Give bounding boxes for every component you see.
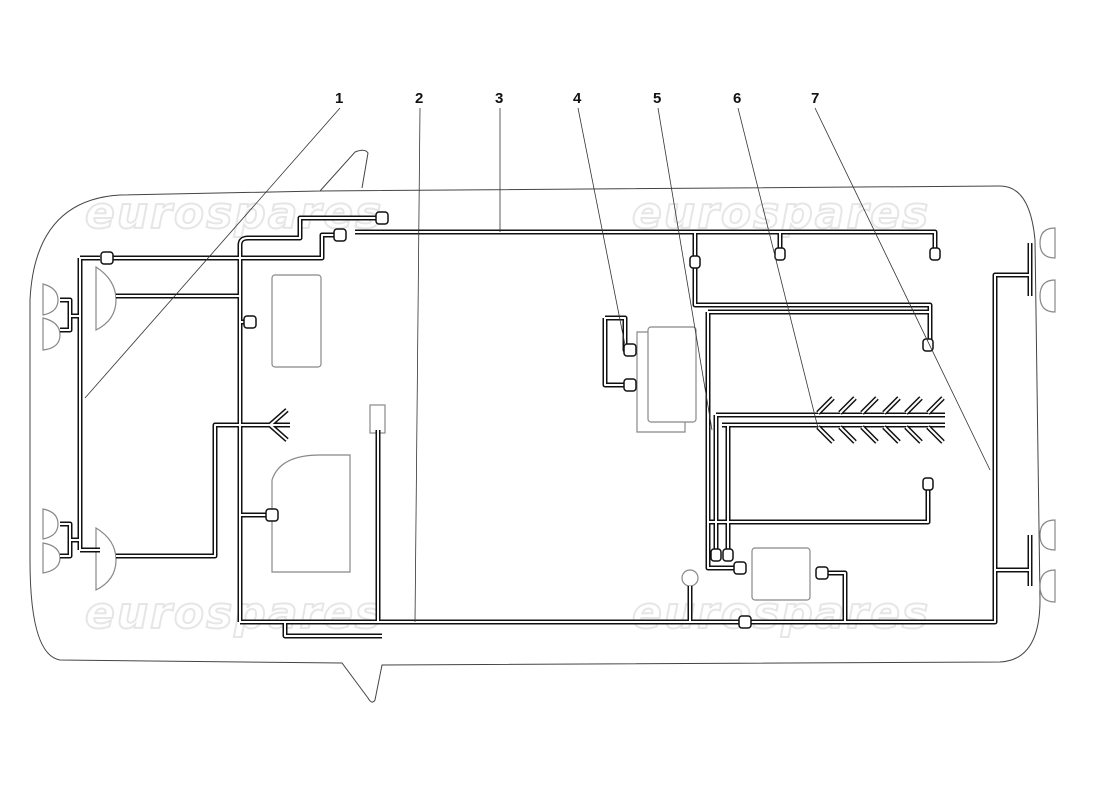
leader-line-1 xyxy=(84,107,341,399)
ecu xyxy=(647,326,697,423)
headlamp-lower xyxy=(95,526,117,591)
switch xyxy=(369,404,386,434)
connector-icon xyxy=(710,548,722,562)
wire-inner xyxy=(995,535,1031,586)
callout-1: 1 xyxy=(335,90,343,107)
injector-branch xyxy=(839,426,856,443)
wire-inner xyxy=(707,312,745,569)
injector-branch xyxy=(861,397,878,414)
leader-line-7 xyxy=(814,107,991,471)
injector-branch xyxy=(861,426,878,443)
connector-icon xyxy=(333,228,347,242)
watermark-text: eurospares xyxy=(85,588,383,639)
injector-branch xyxy=(839,397,856,414)
callout-7: 7 xyxy=(811,90,819,107)
wire-inner xyxy=(355,231,936,252)
wiring-harness xyxy=(60,215,1033,639)
connector-icon xyxy=(922,338,934,352)
wire-outer xyxy=(116,422,240,559)
dashboard-unit xyxy=(271,454,351,573)
connector-icon xyxy=(623,378,637,392)
wire-inner xyxy=(822,572,846,622)
callout-4: 4 xyxy=(573,90,582,107)
wire-inner xyxy=(239,217,382,622)
connector-icon xyxy=(774,247,786,261)
connector-icon xyxy=(733,561,747,575)
watermark-text: eurospares xyxy=(632,588,930,639)
injector-branch xyxy=(927,426,944,443)
wire-inner xyxy=(708,488,929,523)
connector-icon xyxy=(623,343,637,357)
connector-icon xyxy=(738,615,752,629)
wire-outer xyxy=(995,535,1033,586)
connectors xyxy=(100,211,941,629)
connector-icon xyxy=(265,508,279,522)
injector-branch xyxy=(817,426,834,443)
wire-inner xyxy=(60,523,80,557)
callouts: 1 2 3 4 5 6 7 xyxy=(335,90,819,107)
callout-5: 5 xyxy=(653,90,661,107)
rear-lamp-upper xyxy=(1039,227,1056,313)
wire-outer xyxy=(713,415,731,555)
callout-6: 6 xyxy=(733,90,741,107)
relay-box xyxy=(751,547,811,601)
callout-2: 2 xyxy=(415,90,423,107)
wire-inner xyxy=(715,415,729,555)
injector-branch xyxy=(905,426,922,443)
sensor xyxy=(681,569,699,587)
wire-inner xyxy=(116,424,240,557)
components xyxy=(42,227,1056,603)
wire-inner xyxy=(716,414,945,426)
wire-outer xyxy=(692,232,933,340)
front-lamp-upper xyxy=(42,283,61,351)
injector-branch xyxy=(817,397,834,414)
rear-lamp-lower xyxy=(1039,519,1056,603)
fuse-box xyxy=(271,274,322,368)
wire-outer xyxy=(237,215,382,622)
connector-icon xyxy=(815,566,829,580)
callout-3: 3 xyxy=(495,90,503,107)
wire-inner xyxy=(284,622,382,637)
wire-inner xyxy=(240,234,340,259)
injector-branch xyxy=(883,426,900,443)
connector-icon xyxy=(243,315,257,329)
wire-inner xyxy=(240,409,290,441)
connector-icon xyxy=(929,247,941,261)
wire-outer xyxy=(716,412,945,428)
watermarks: eurospares eurospares eurospares eurospa… xyxy=(84,187,930,640)
ecu-bracket xyxy=(636,331,686,433)
connector-icon xyxy=(922,477,934,491)
watermark-text: eurospares xyxy=(85,188,383,239)
leader-line-4 xyxy=(577,107,626,346)
injector-branch xyxy=(883,397,900,414)
connector-icon xyxy=(100,251,114,265)
leader-lines xyxy=(84,107,991,623)
leader-line-2 xyxy=(414,107,421,623)
wire-inner xyxy=(694,232,931,340)
front-lamp-lower xyxy=(42,508,61,574)
wire-outer xyxy=(708,488,931,525)
headlamp-upper xyxy=(95,265,117,331)
connector-icon xyxy=(689,255,701,269)
injector-branch xyxy=(927,397,944,414)
connector-icon xyxy=(722,548,734,562)
wire-inner xyxy=(60,299,80,331)
injector-branch xyxy=(905,397,922,414)
car-body-outline xyxy=(29,149,1041,703)
connector-icon xyxy=(375,211,389,225)
leader-line-5 xyxy=(657,107,713,431)
leader-line-6 xyxy=(737,107,819,429)
wire-inner xyxy=(604,318,625,386)
